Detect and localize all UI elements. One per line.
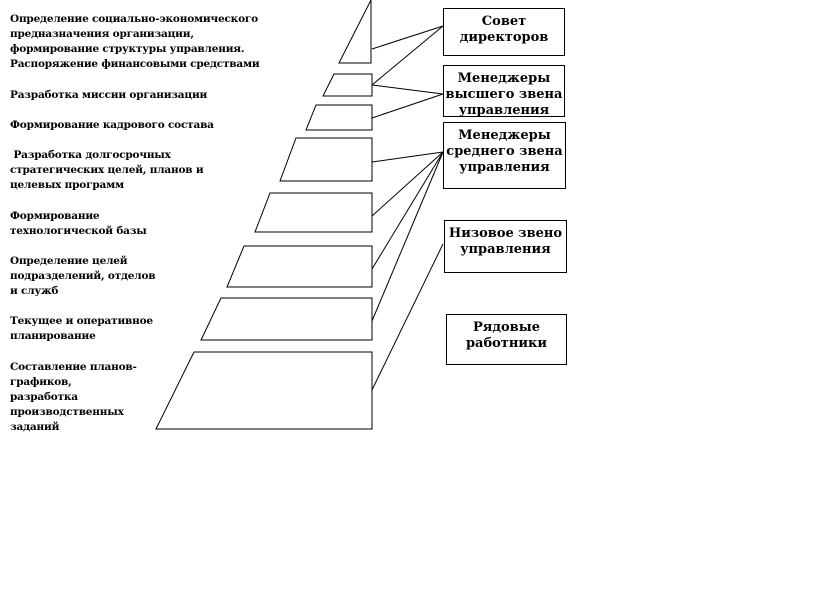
pyramid-tier-3 [305, 104, 373, 131]
level-box-lower: Низовое звено управления [444, 220, 567, 273]
function-label-1: Определение социально-экономического пре… [10, 13, 260, 70]
connector-f2-board [371, 25, 444, 86]
level-box-top: Менеджеры высшего звена управления [443, 65, 565, 118]
pyramid-tier-4 [279, 137, 373, 182]
function-label-6: Определение целей подразделений, отделов… [10, 255, 156, 297]
connector-f7-middle [371, 151, 444, 322]
connector-f3-top [371, 93, 444, 119]
level-box-middle: Менеджеры среднего звена управления [443, 122, 566, 189]
connector-f4-middle [371, 151, 444, 163]
connector-lines [371, 25, 444, 391]
pyramid-tiers [155, 0, 373, 430]
pyramid-tier-8 [155, 351, 373, 430]
connector-f6-middle [371, 151, 444, 270]
function-label-3: Формирование кадрового состава [10, 119, 214, 131]
connector-f8-lower [371, 243, 444, 391]
function-label-4: Разработка долгосрочных стратегических ц… [10, 149, 204, 191]
connector-f1-board [371, 25, 444, 50]
function-label-7: Текущее и оперативное планирование [10, 315, 153, 342]
function-label-5: Формирование технологической базы [10, 210, 147, 237]
connector-f2-top [371, 84, 444, 95]
function-label-2: Разработка миссии организации [10, 89, 208, 101]
pyramid-tier-7 [200, 297, 373, 341]
pyramid-tier-6 [226, 245, 373, 288]
pyramid-tier-5 [254, 192, 373, 233]
level-box-workers: Рядовые работники [446, 314, 567, 365]
function-label-8: Составление планов- графиков, разработка… [10, 361, 137, 433]
level-box-board: Совет директоров [443, 8, 565, 56]
pyramid-tier-2 [322, 73, 373, 97]
connector-f5-middle [371, 151, 444, 217]
pyramid-tier-1 [338, 0, 372, 64]
